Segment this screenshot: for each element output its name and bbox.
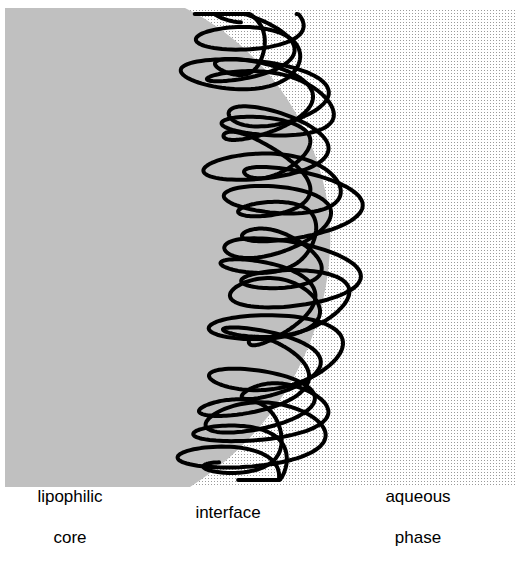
polymer-chains: [178, 14, 363, 480]
region-label: interface: [168, 492, 288, 533]
region-label: aqueous phase: [368, 476, 468, 558]
polymer-chain: [195, 14, 317, 473]
polymer-chain: [193, 14, 362, 480]
region-label: lipophilic core: [20, 476, 120, 558]
polymer-chain: [178, 14, 361, 480]
